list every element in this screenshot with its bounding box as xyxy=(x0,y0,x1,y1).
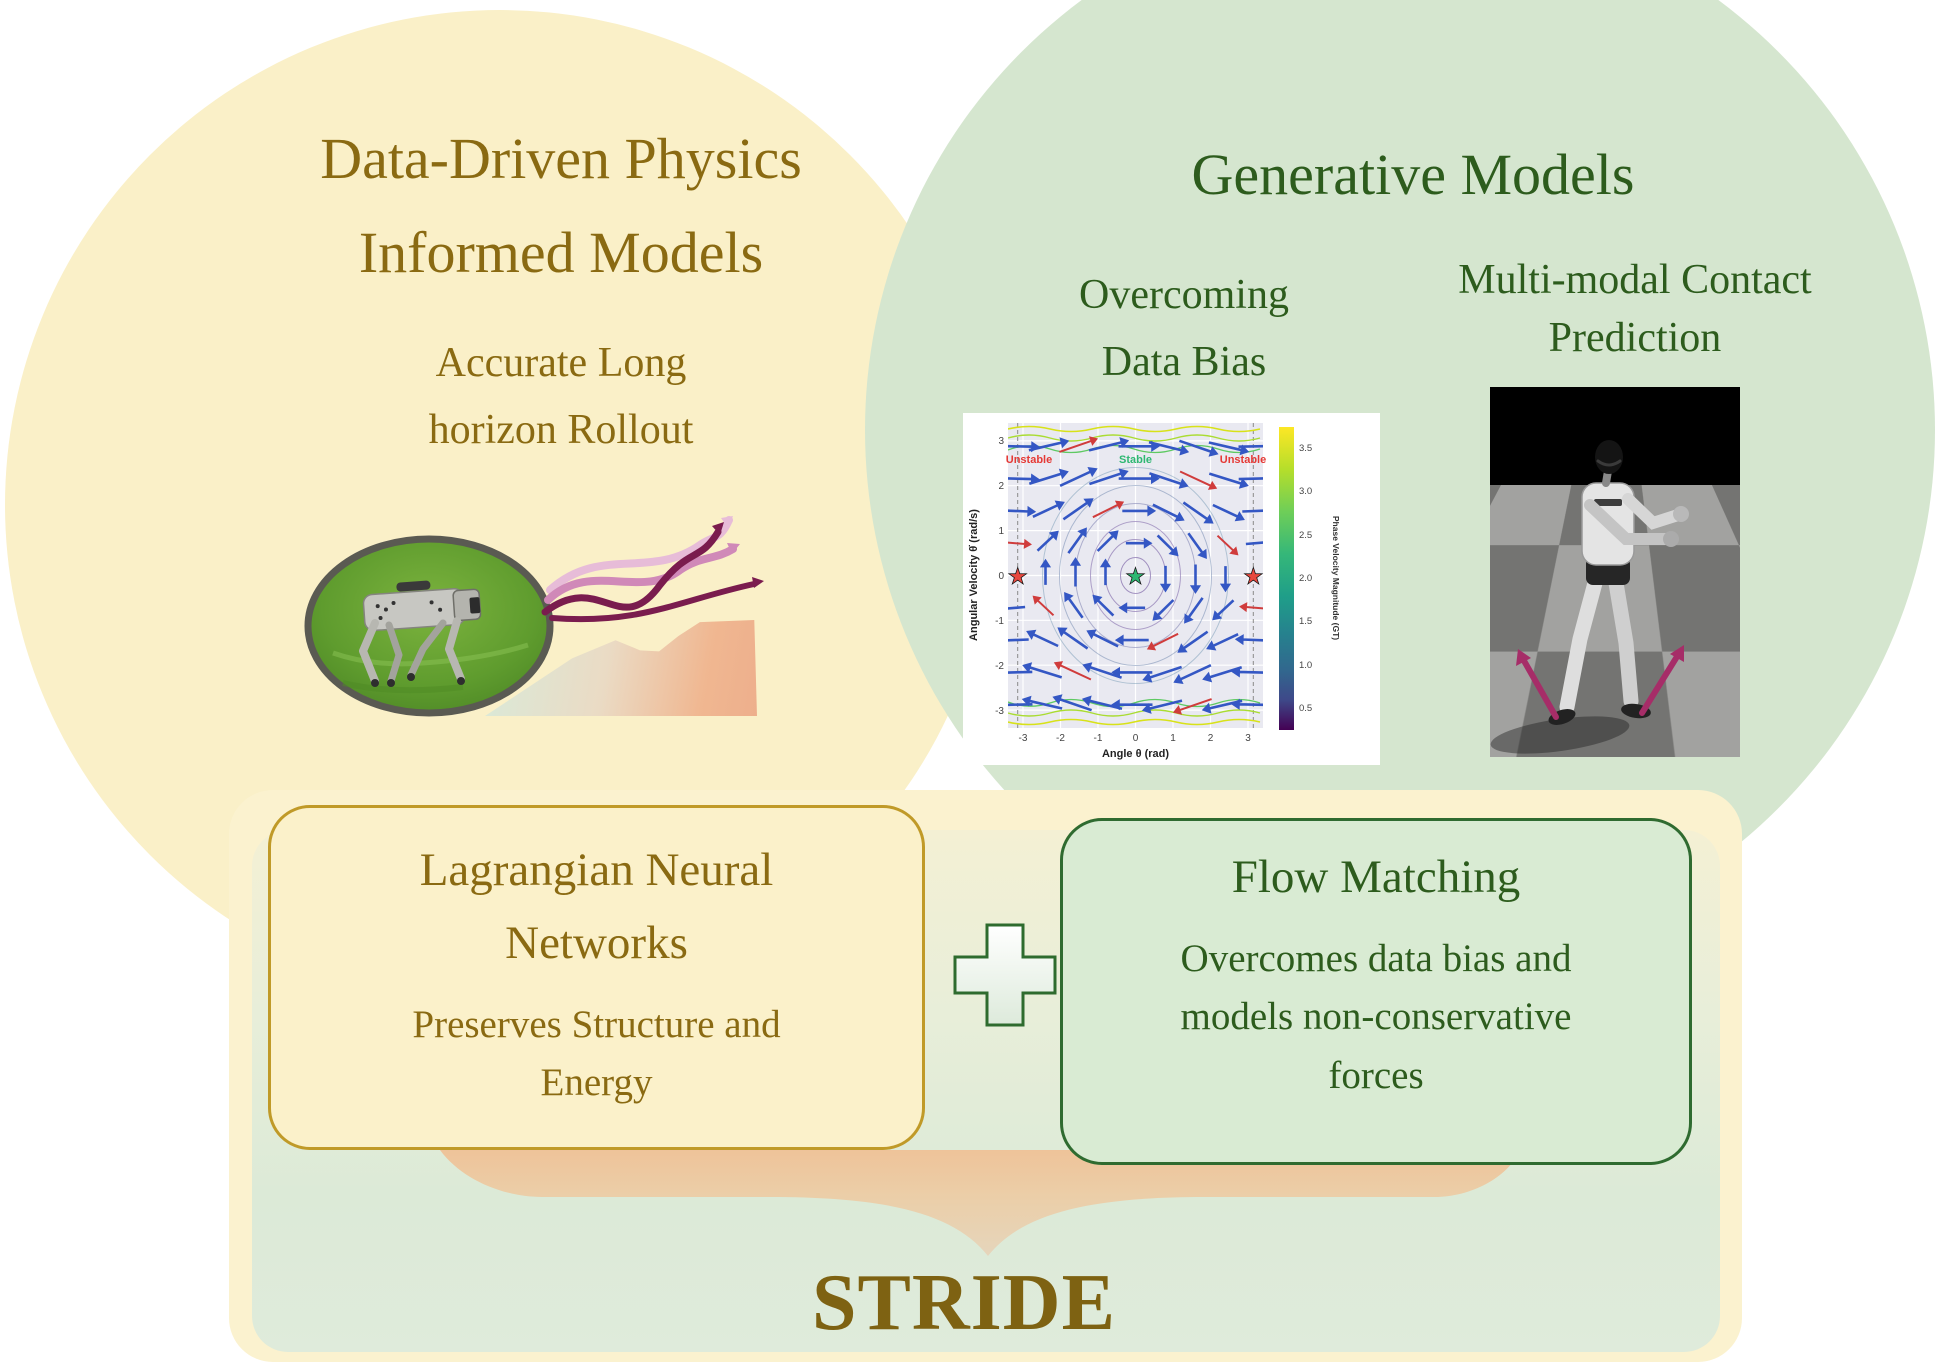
svg-text:1: 1 xyxy=(1170,733,1176,744)
left-title-line2: Informed Models xyxy=(358,219,764,285)
colorbar-tick-labels: 3.5 3.0 2.5 2.0 1.5 1.0 0.5 xyxy=(1299,443,1312,714)
svg-text:3: 3 xyxy=(1245,733,1251,744)
svg-text:2: 2 xyxy=(998,481,1004,492)
right-circle-title: Generative Models xyxy=(1191,142,1635,207)
svg-text:2: 2 xyxy=(1208,733,1214,744)
svg-text:-2: -2 xyxy=(995,661,1004,672)
y-axis-label: Angular Velocity θ̇ (rad/s) xyxy=(968,509,980,641)
phase-portrait-figure: Unstable Stable Unstable ★ ★ ★ -3 -2 -1 … xyxy=(963,413,1380,765)
unstable-left-label: Unstable xyxy=(1006,454,1052,466)
multimodal-line2: Prediction xyxy=(1548,314,1722,361)
x-axis-label: Angle θ (rad) xyxy=(1102,748,1169,760)
rollout-trajectory-arrows xyxy=(541,516,764,623)
svg-text:2.5: 2.5 xyxy=(1299,530,1312,541)
svg-text:2.0: 2.0 xyxy=(1299,573,1312,584)
stability-annotations: Unstable Stable Unstable xyxy=(1006,454,1266,466)
multimodal-line1: Multi-modal Contact xyxy=(1458,257,1812,303)
left-subtitle-line1: Accurate Long xyxy=(435,340,687,386)
overcoming-data-bias-label: Overcoming Data Bias xyxy=(1034,262,1334,396)
svg-text:0: 0 xyxy=(998,571,1004,582)
lagrangian-neural-networks-box: Lagrangian Neural Networks Preserves Str… xyxy=(268,805,925,1150)
left-circle-subtitle: Accurate Long horizon Rollout xyxy=(211,330,911,464)
unstable-right-label: Unstable xyxy=(1220,454,1266,466)
colorbar-label: Phase Velocity Magnitude (GT) xyxy=(1331,516,1341,640)
merge-funnel-shape xyxy=(440,1150,1520,1256)
lagrangian-box-body: Preserves Structure and Energy xyxy=(412,1002,781,1105)
unstable-star-right-icon: ★ xyxy=(1244,566,1262,588)
flow-box-body: Overcomes data bias and models non-conse… xyxy=(1180,936,1572,1097)
stable-label: Stable xyxy=(1119,454,1152,466)
plus-icon xyxy=(953,923,1057,1027)
svg-text:0: 0 xyxy=(1133,733,1139,744)
contact-force-arrows xyxy=(1516,645,1684,720)
svg-text:-3: -3 xyxy=(1019,733,1028,744)
stable-star-icon: ★ xyxy=(1127,566,1145,588)
svg-text:0.5: 0.5 xyxy=(1299,703,1312,714)
svg-text:1: 1 xyxy=(998,526,1004,537)
svg-text:-1: -1 xyxy=(995,616,1004,627)
vector-field-arrows xyxy=(1008,436,1263,715)
colorbar xyxy=(1279,427,1294,730)
flow-box-title: Flow Matching xyxy=(1231,851,1521,903)
flow-matching-box: Flow Matching Overcomes data bias and mo… xyxy=(1060,818,1692,1165)
svg-text:3.0: 3.0 xyxy=(1299,486,1312,497)
overcoming-line1: Overcoming xyxy=(1079,272,1289,318)
humanoid-robot-figure xyxy=(1490,440,1689,754)
left-subtitle-line2: horizon Rollout xyxy=(428,407,694,454)
overcoming-line2: Data Bias xyxy=(1101,339,1267,386)
left-circle-title: Data-Driven Physics Informed Models xyxy=(211,112,911,300)
multimodal-contact-label: Multi-modal Contact Prediction xyxy=(1395,252,1875,368)
robot-dog-photo xyxy=(304,535,554,717)
svg-text:1.5: 1.5 xyxy=(1299,616,1312,627)
lagrangian-box-title: Lagrangian Neural Networks xyxy=(419,844,774,969)
left-title-line1: Data-Driven Physics xyxy=(320,126,802,191)
pi-reference-lines xyxy=(1017,423,1254,728)
y-tick-labels: 3 2 1 0 -1 -2 -3 xyxy=(995,436,1004,717)
unstable-star-left-icon: ★ xyxy=(1009,566,1027,588)
energy-contours xyxy=(1008,425,1261,726)
svg-text:1.0: 1.0 xyxy=(1299,660,1312,671)
svg-text:-1: -1 xyxy=(1094,733,1103,744)
stride-title: STRIDE xyxy=(812,1259,1116,1347)
x-tick-labels: -3 -2 -1 0 1 2 3 xyxy=(1019,733,1252,744)
svg-text:-2: -2 xyxy=(1056,733,1065,744)
robot-dog-figure xyxy=(359,580,482,687)
humanoid-contact-image xyxy=(1490,387,1740,757)
svg-text:-3: -3 xyxy=(995,706,1004,717)
equilibrium-stars: ★ ★ ★ xyxy=(1008,565,1263,589)
svg-text:3: 3 xyxy=(998,436,1004,447)
svg-text:3.5: 3.5 xyxy=(1299,443,1312,454)
